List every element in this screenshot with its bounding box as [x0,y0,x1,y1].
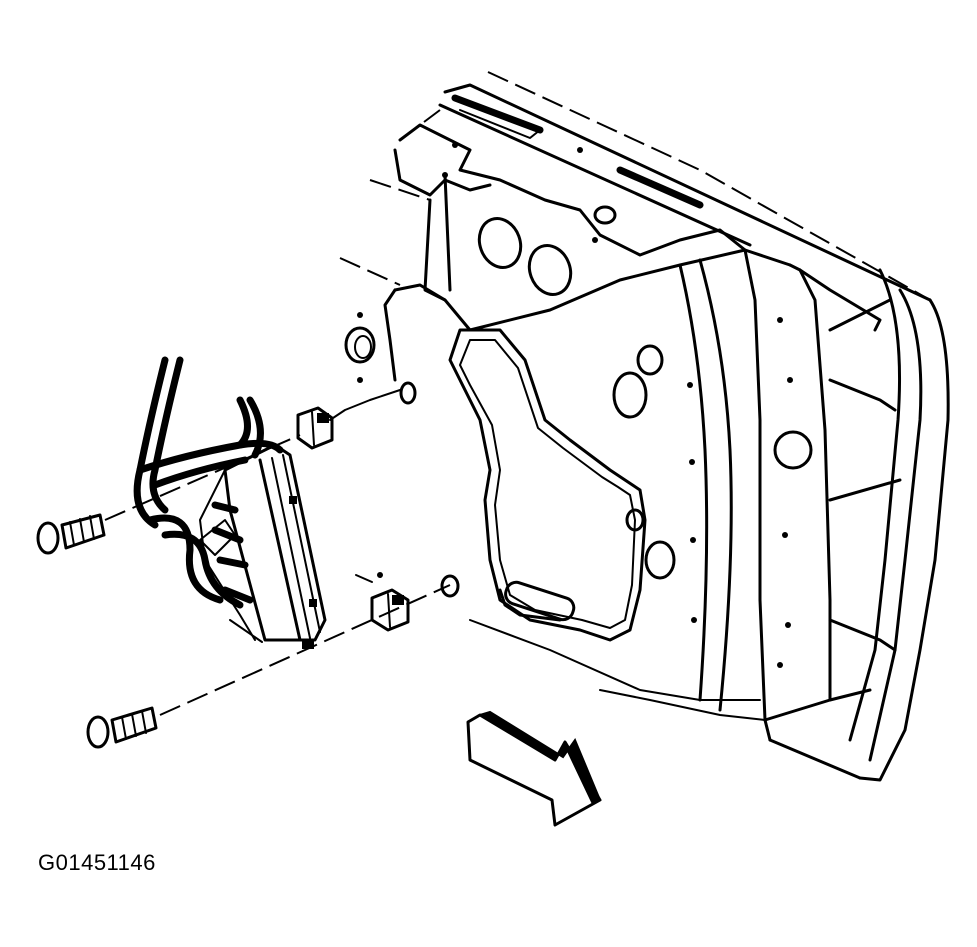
mounting-screw-upper [36,434,301,555]
fastener-hole-upper [399,381,417,405]
fastener-hole-lower [440,574,460,598]
retainer-clip-upper [296,389,401,450]
direction-arrow [466,710,602,827]
figure-id-label: G01451146 [38,850,156,875]
door-inner-panel [339,71,950,782]
door-control-module [199,443,327,649]
panel-grommet [344,326,376,364]
wiring-harness [133,356,284,609]
retainer-clip-lower [355,574,410,632]
mounting-screw-lower [86,584,451,749]
